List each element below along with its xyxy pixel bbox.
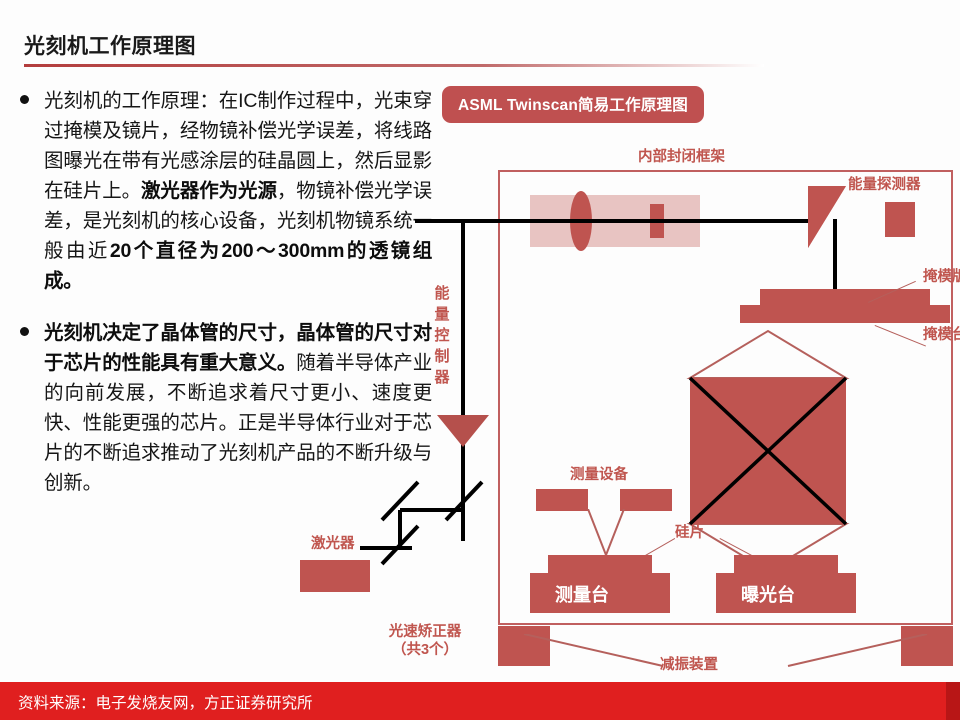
damper-left — [498, 626, 550, 666]
reticle-stage-block — [740, 305, 950, 323]
beam-vertical-to-reticle — [833, 219, 837, 295]
body-text-column: 光刻机的工作原理：在IC制作过程中，光束穿过掩模及镜片，经物镜补偿光学误差，将线… — [12, 86, 432, 646]
diagram-title-badge: ASML Twinscan简易工作原理图 — [442, 86, 704, 123]
label-beam-corrector-line1: 光速矫正器 — [388, 624, 462, 640]
exposure-stage-body — [716, 573, 856, 613]
measure-stage-body — [530, 573, 670, 613]
label-measure-stage: 测量台 — [555, 585, 609, 605]
mirror-2-icon — [444, 480, 484, 522]
bullet-item-1: 光刻机的工作原理：在IC制作过程中，光束穿过掩模及镜片，经物镜补偿光学误差，将线… — [12, 86, 432, 296]
measure-sensor-left — [536, 489, 588, 511]
label-exposure-stage: 曝光台 — [741, 585, 795, 605]
beam-corrector-assembly — [360, 480, 484, 566]
bullet-dot-icon — [20, 95, 29, 104]
beam-vertical-energy-lower — [461, 447, 465, 541]
bullet-1-text: 光刻机的工作原理：在IC制作过程中，光束穿过掩模及镜片，经物镜补偿光学误差，将线… — [44, 90, 432, 292]
damper-right — [901, 626, 953, 666]
footer-source-text: 资料来源：电子发烧友网，方正证券研究所 — [18, 695, 313, 712]
bullet-2-text: 光刻机决定了晶体管的尺寸，晶体管的尺寸对于芯片的性能具有重大意义。随着半导体产业… — [44, 322, 432, 494]
label-beam-corrector-line2: （共3个） — [391, 642, 459, 658]
bullet-item-2: 光刻机决定了晶体管的尺寸，晶体管的尺寸对于芯片的性能具有重大意义。随着半导体产业… — [12, 318, 432, 498]
measure-beam-cone — [587, 509, 625, 556]
beam-horizontal-main — [415, 219, 815, 223]
measure-sensor-right — [620, 489, 672, 511]
energy-detector-block — [885, 202, 915, 237]
label-reticle-plate: 掩模版 — [923, 269, 960, 285]
enclosure-frame — [498, 170, 953, 625]
label-reticle-stage: 掩模台 — [923, 327, 960, 343]
page-title: 光刻机工作原理图 — [24, 35, 196, 58]
label-enclosure: 内部封闭框架 — [638, 149, 725, 165]
label-energy-detector: 能量探测器 — [848, 177, 921, 193]
label-wafer: 硅片 — [675, 525, 704, 541]
fold-mirror-prism-lower — [808, 186, 846, 248]
bullet-dot-icon — [20, 327, 29, 336]
footer-accent-block — [946, 682, 960, 720]
projection-lens-assembly — [686, 329, 850, 573]
energy-controller-valve-icon — [437, 415, 489, 447]
beam-top-feed — [461, 219, 507, 223]
lithography-diagram: ASML Twinscan简易工作原理图 内部封闭框架 能量探测器 掩模版 掩模… — [300, 78, 960, 678]
title-divider — [24, 64, 764, 67]
laser-source-block — [300, 560, 370, 592]
label-measure-equipment: 测量设备 — [570, 467, 628, 483]
reticle-plate-block — [760, 289, 930, 305]
label-laser: 激光器 — [311, 536, 355, 552]
damper-leader-lines — [523, 634, 928, 667]
measure-stage-wafer-top — [548, 555, 652, 573]
exposure-stage-wafer-top — [734, 555, 838, 573]
mirror-3-icon — [380, 524, 420, 566]
label-beam-corrector: 光速矫正器 （共3个） — [365, 623, 485, 659]
label-damping-device: 减振装置 — [660, 657, 718, 673]
mirror-1-icon — [380, 480, 420, 522]
beam-laser-out — [368, 546, 412, 550]
footer-bar: 资料来源：电子发烧友网，方正证券研究所 — [0, 682, 960, 720]
beam-vertical-energy — [461, 219, 465, 469]
label-energy-controller: 能量控制器 — [434, 285, 450, 386]
